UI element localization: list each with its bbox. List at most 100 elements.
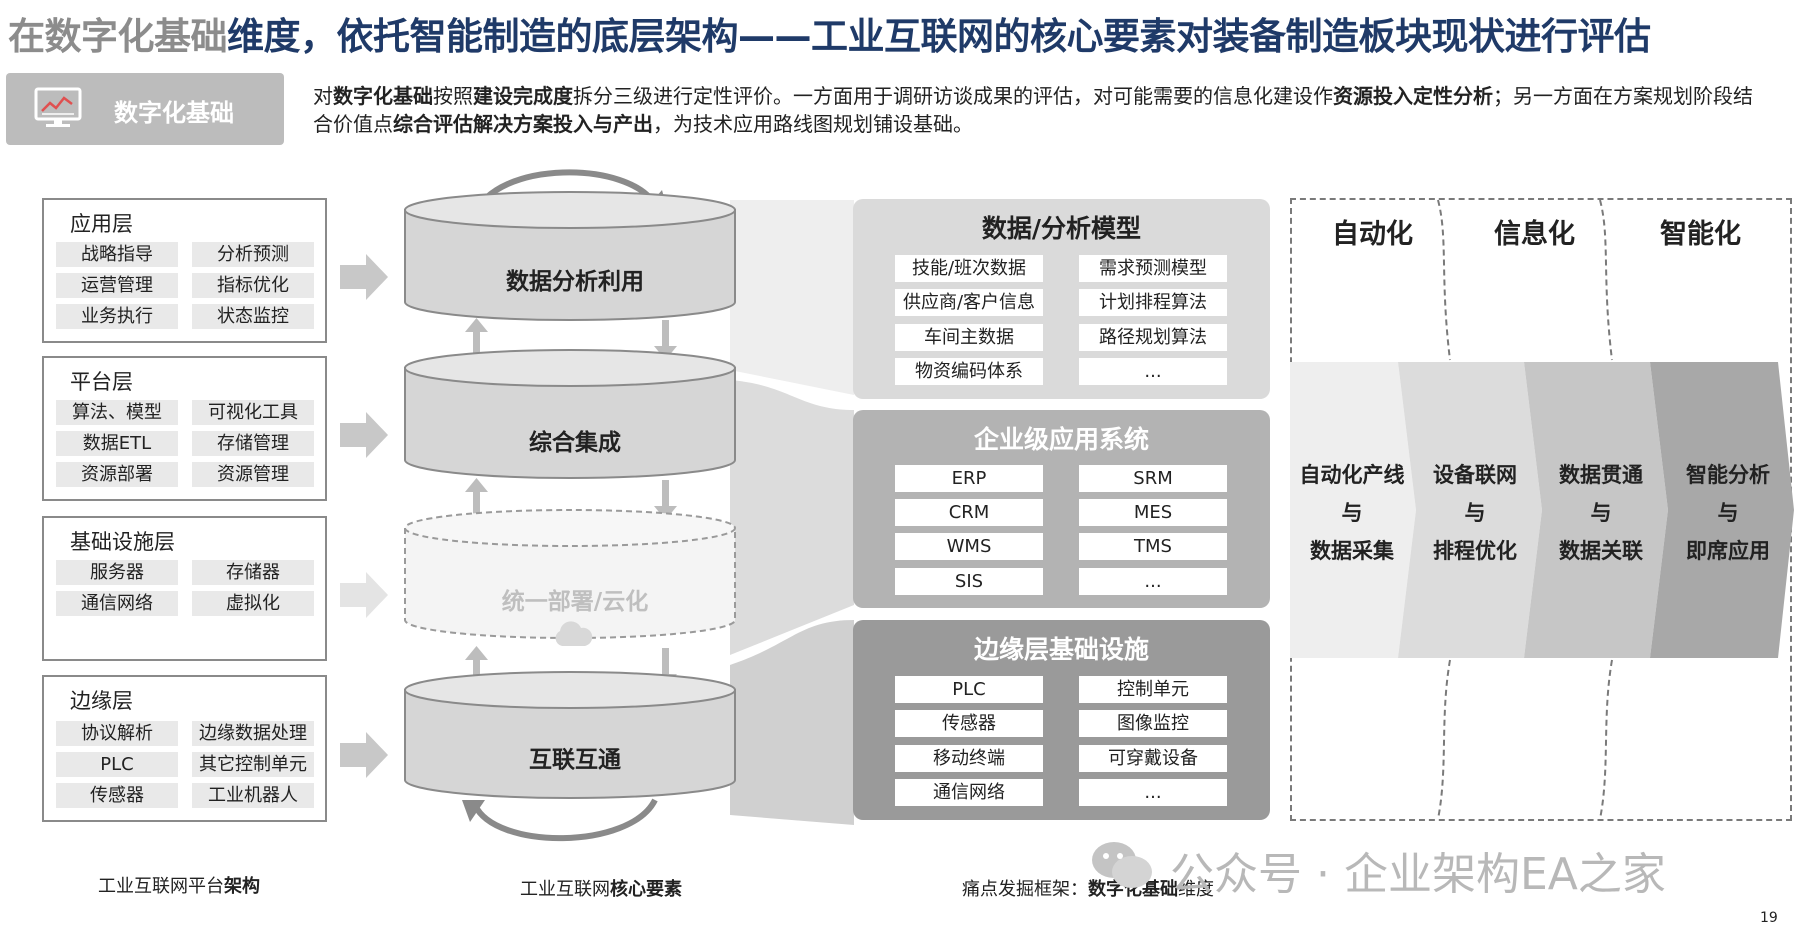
layer-application: 应用层 战略指导 分析预测 运营管理 指标优化 业务执行 状态监控 <box>42 198 327 343</box>
chevron-line: 与 <box>1341 501 1363 525</box>
cylinder-label: 统一部署/云化 <box>501 589 649 615</box>
panel-data-models: 数据/分析模型 技能/班次数据 需求预测模型 供应商/客户信息 计划排程算法 车… <box>853 199 1270 399</box>
chevron-line: 与 <box>1464 501 1486 525</box>
chevron-label: 数据贯通 与 数据关联 <box>1541 456 1661 570</box>
panel-cell: 供应商/客户信息 <box>895 289 1043 316</box>
panel-cell: ... <box>1079 358 1227 385</box>
layer-chip: 存储管理 <box>192 431 314 456</box>
section-badge: 数字化基础 <box>6 73 284 145</box>
intro-bold: 数字化基础 <box>333 84 433 108</box>
layer-chip: 资源管理 <box>192 462 314 487</box>
core-elements-cylinders <box>404 169 736 842</box>
layer-chip: 战略指导 <box>56 242 178 267</box>
chevron-label: 智能分析 与 即席应用 <box>1668 456 1788 570</box>
panel-cell: ... <box>1079 779 1227 806</box>
layer-chip: 工业机器人 <box>192 783 314 808</box>
layer-chip: 通信网络 <box>56 591 178 616</box>
cylinder-label: 数据分析利用 <box>506 269 644 295</box>
intro-bold: 综合评估解决方案投入与产出 <box>393 112 653 136</box>
panel-cell: 移动终端 <box>895 745 1043 772</box>
layer-title: 应用层 <box>70 212 133 236</box>
layer-title: 边缘层 <box>70 689 133 713</box>
layer-chip: 业务执行 <box>56 304 178 329</box>
wechat-icon <box>1092 842 1152 888</box>
chevron-line: 即席应用 <box>1686 539 1770 563</box>
page-title: 在数字化基础维度，依托智能制造的底层架构——工业互联网的核心要素对装备制造板块现… <box>8 6 1651 60</box>
chevron-line: 与 <box>1717 501 1739 525</box>
layer-chip: 状态监控 <box>192 304 314 329</box>
layer-chip: 边缘数据处理 <box>192 721 314 746</box>
intro-text: 对 <box>313 84 333 108</box>
badge-label: 数字化基础 <box>114 99 234 127</box>
panel-cell: 通信网络 <box>895 779 1043 806</box>
layer-chip: 传感器 <box>56 783 178 808</box>
layer-chip: 分析预测 <box>192 242 314 267</box>
intro-text: 拆分三级进行定性评价。一方面用于调研访谈成果的评估，对可能需要的信息化建设作 <box>573 84 1333 108</box>
panel-cell: 计划排程算法 <box>1079 289 1227 316</box>
layer-title: 基础设施层 <box>70 530 175 554</box>
panel-cell: 图像监控 <box>1079 710 1227 737</box>
panel-title: 边缘层基础设施 <box>973 635 1149 664</box>
caption-core-elements: 工业互联网核心要素 <box>520 875 682 901</box>
panel-cell: 需求预测模型 <box>1079 255 1227 282</box>
panel-title: 数据/分析模型 <box>981 214 1142 243</box>
chevron-label: 自动化产线 与 数据采集 <box>1292 456 1412 570</box>
panel-cell: 控制单元 <box>1079 676 1227 703</box>
layer-platform: 平台层 算法、模型 可视化工具 数据ETL 存储管理 资源部署 资源管理 <box>42 356 327 501</box>
panel-title: 企业级应用系统 <box>973 425 1149 454</box>
layer-chip: PLC <box>56 752 178 777</box>
panel-cell: CRM <box>895 499 1043 526</box>
panel-cell: ... <box>1079 568 1227 595</box>
panel-cell: 车间主数据 <box>895 324 1043 351</box>
maturity-header: 信息化 <box>1494 219 1575 250</box>
layer-edge: 边缘层 协议解析 边缘数据处理 PLC 其它控制单元 传感器 工业机器人 <box>42 675 327 822</box>
caption-bold: 数字化基础 <box>1088 879 1178 900</box>
panel-edge-infrastructure: 边缘层基础设施 PLC 控制单元 传感器 图像监控 移动终端 可穿戴设备 通信网… <box>853 620 1270 820</box>
layer-chip: 虚拟化 <box>192 591 314 616</box>
caption-text: 痛点发掘框架： <box>962 879 1088 900</box>
caption-bold: 架构 <box>224 876 260 897</box>
caption-bold: 核心要素 <box>610 879 682 900</box>
caption-text: 维度 <box>1178 879 1214 900</box>
panel-cell: TMS <box>1079 533 1227 560</box>
layer-chip: 算法、模型 <box>56 400 178 425</box>
arrow-right-icon <box>340 412 388 458</box>
intro-text: 按照 <box>433 84 473 108</box>
layer-chip: 其它控制单元 <box>192 752 314 777</box>
chevron-line: 数据采集 <box>1310 539 1394 563</box>
chevron-line: 排程优化 <box>1433 539 1517 563</box>
intro-paragraph: 对数字化基础按照建设完成度拆分三级进行定性评价。一方面用于调研访谈成果的评估，对… <box>313 82 1753 138</box>
layer-chip: 协议解析 <box>56 721 178 746</box>
layer-chip: 运营管理 <box>56 273 178 298</box>
chevron-label: 设备联网 与 排程优化 <box>1415 456 1535 570</box>
caption-platform-architecture: 工业互联网平台架构 <box>98 872 260 898</box>
layer-chip: 存储器 <box>192 560 314 585</box>
arrow-right-icon <box>340 572 388 618</box>
layer-chip: 数据ETL <box>56 431 178 456</box>
page-number: 19 <box>1760 910 1778 926</box>
panel-enterprise-apps: 企业级应用系统 ERP SRM CRM MES WMS TMS SIS ... <box>853 410 1270 608</box>
title-blue-part: 维度，依托智能制造的底层架构——工业互联网的核心要素对装备制造板块现状进行评估 <box>227 15 1651 58</box>
chevron-line: 自动化产线 <box>1299 463 1405 487</box>
connector-fans <box>730 200 854 825</box>
watermark: 公众号 · 企业架构EA之家 <box>1170 849 1666 900</box>
arrow-right-icon <box>340 254 388 300</box>
chevron-line: 数据关联 <box>1559 539 1643 563</box>
chevron-line: 智能分析 <box>1686 463 1770 487</box>
cylinder-label: 综合集成 <box>529 430 621 456</box>
panel-cell: 物资编码体系 <box>895 358 1043 385</box>
chevron-line: 与 <box>1590 501 1612 525</box>
panel-cell: ERP <box>895 465 1043 492</box>
maturity-header: 自动化 <box>1332 219 1413 250</box>
intro-text: ，为技术应用路线图规划铺设基础。 <box>653 112 973 136</box>
cylinder-label: 互联互通 <box>529 747 621 773</box>
caption-text: 工业互联网平台 <box>98 876 224 897</box>
layer-chip: 指标优化 <box>192 273 314 298</box>
maturity-dividers <box>1290 199 1794 820</box>
title-gray-part: 在数字化基础 <box>8 15 228 58</box>
intro-text: ；另一方面在方案规划阶段结合价值点 <box>313 84 1753 136</box>
monitor-chart-icon <box>34 87 82 127</box>
chevron-line: 设备联网 <box>1433 463 1517 487</box>
panel-cell: SRM <box>1079 465 1227 492</box>
caption-text: 工业互联网 <box>520 879 610 900</box>
